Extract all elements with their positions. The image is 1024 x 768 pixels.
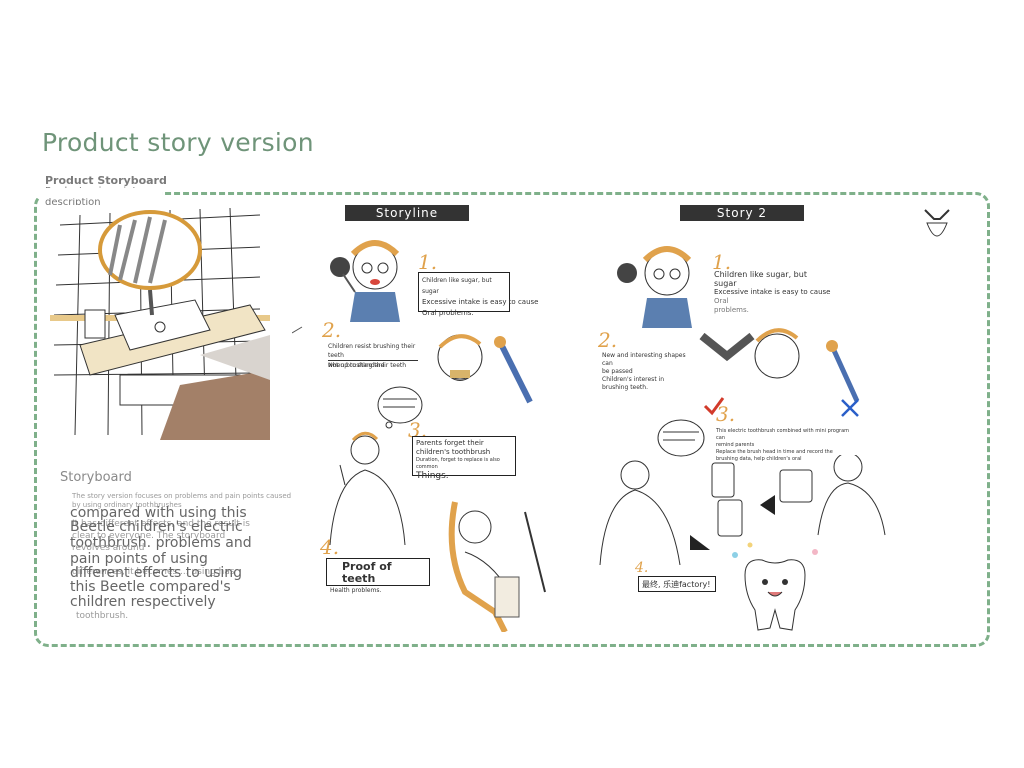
step-4-caption: 最终, 乐迪factory! bbox=[638, 576, 716, 592]
step-number: 2. bbox=[598, 328, 618, 352]
story-line: different effects to using bbox=[70, 565, 243, 581]
step-1-caption: Children like sugar, but sugar Excessive… bbox=[714, 270, 831, 315]
step-4-caption: Proof of teeth Health problems. bbox=[326, 558, 430, 594]
story-line: It has different effects, and the result… bbox=[72, 519, 250, 529]
thought-bubble bbox=[657, 419, 705, 457]
caption-line: be passed bbox=[602, 368, 633, 375]
caption-line: Excessive intake is easy to cause bbox=[714, 288, 831, 296]
caption-line: brushing teeth. bbox=[602, 384, 648, 391]
caption-line: This electric toothbrush combined with m… bbox=[716, 428, 850, 441]
caption-line: Parents forget their children's toothbru… bbox=[416, 439, 491, 456]
step-1-caption: Children like sugar, but sugar Excessive… bbox=[418, 272, 539, 317]
story-line: pain points of using bbox=[70, 551, 208, 567]
storyboard-frame bbox=[34, 192, 990, 647]
step-number: 2. bbox=[322, 318, 342, 342]
happy-tooth-illustration bbox=[732, 542, 818, 631]
caption-line: Oral problems. bbox=[422, 309, 474, 317]
caption-line: Excessive intake is easy to cause bbox=[422, 298, 539, 306]
story-description: Storyboard The story version focuses on … bbox=[60, 470, 300, 630]
caption-line: Duration, forget to replace is also comm… bbox=[416, 457, 500, 470]
step-3-caption: Parents forget their children's toothbru… bbox=[412, 436, 516, 481]
toothbrush-icon bbox=[924, 209, 950, 237]
thought-bubble bbox=[377, 386, 423, 429]
story-line: Beetle children's electric bbox=[70, 519, 243, 535]
story-line: this Beetle compared's bbox=[70, 579, 231, 595]
story-line: toothbrush. bbox=[76, 611, 129, 621]
caption-line: New and interesting shapes can bbox=[602, 352, 686, 367]
step-number: 3. bbox=[716, 402, 736, 426]
child-brushing-illustration bbox=[437, 334, 533, 404]
page-title: Product story version bbox=[42, 128, 314, 157]
parent-thinking-illustration bbox=[329, 431, 406, 545]
child-with-lollipop-illustration bbox=[617, 246, 692, 328]
story-line: compared with using this bbox=[70, 505, 247, 521]
story-line: The story version focuses on problems an… bbox=[72, 492, 292, 509]
divider-line bbox=[292, 326, 303, 334]
caption-line: problems. bbox=[714, 306, 749, 314]
caption-line: Children like sugar, but sugar bbox=[422, 277, 492, 295]
caption-line: Children resist brushing their teeth bbox=[328, 343, 416, 359]
story-line: clear to everyone. The storyboard bbox=[72, 531, 226, 541]
caption-line: Children like sugar, but sugar bbox=[714, 270, 807, 288]
caption-line: when brushing their teeth bbox=[328, 360, 418, 370]
dentist-chair-illustration bbox=[448, 501, 546, 632]
step-2-caption: New and interesting shapes can be passed… bbox=[602, 352, 692, 392]
caption-line: Things. bbox=[416, 471, 449, 481]
check-mark-icon bbox=[703, 397, 725, 416]
story-line: children respectively bbox=[70, 594, 216, 610]
caption-line: brushing data, help children's oral bbox=[716, 456, 802, 462]
child-u-toothbrush-illustration bbox=[699, 328, 860, 403]
caption-line: Proof of teeth bbox=[342, 560, 392, 585]
step-number: 1. bbox=[712, 250, 732, 274]
cross-mark-icon bbox=[841, 399, 859, 417]
caption-line: Not up to standard bbox=[328, 362, 385, 369]
caption-line: remind parents bbox=[716, 442, 755, 448]
step-number: 1. bbox=[418, 250, 438, 274]
step-2-caption: Children resist brushing their teeth whe… bbox=[328, 342, 418, 370]
storyline-tag: Storyline bbox=[345, 205, 469, 221]
parent-phone-illustration bbox=[599, 455, 886, 565]
story-line: toothbrush. problems and bbox=[70, 535, 252, 551]
caption-line: Children's interest in bbox=[602, 376, 665, 383]
storyboard-heading: Product Storyboard bbox=[45, 174, 167, 187]
story-line: differences, it becomes ... using has bbox=[72, 567, 235, 577]
step-number: 4. bbox=[635, 560, 649, 576]
frame-gap bbox=[32, 188, 162, 198]
child-with-lollipop-illustration bbox=[330, 240, 400, 322]
caption-line: Health problems. bbox=[330, 587, 382, 594]
story-line: revolves around bbox=[72, 543, 145, 553]
story2-tag: Story 2 bbox=[680, 205, 804, 221]
step-number: 4. bbox=[320, 535, 340, 559]
caption-line: Replace the brush head in time and recor… bbox=[716, 449, 833, 455]
story-heading: Storyboard bbox=[60, 470, 132, 485]
caption-line: Oral bbox=[714, 297, 729, 305]
bathroom-illustration bbox=[50, 205, 270, 440]
